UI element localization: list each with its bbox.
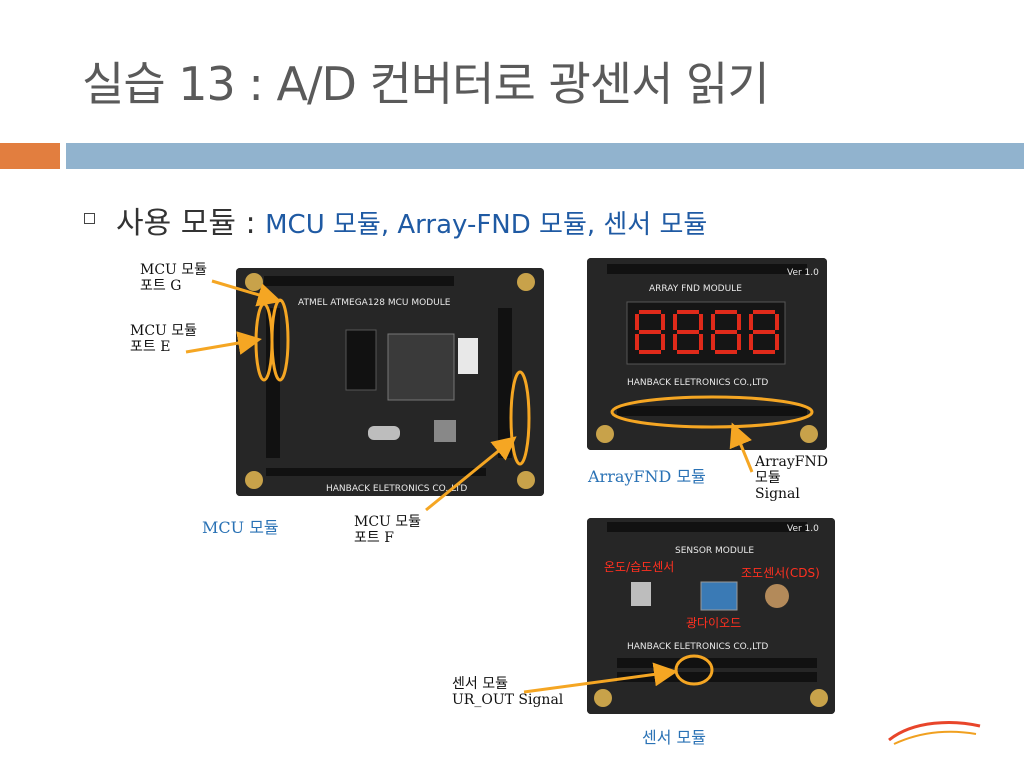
bullet-main: 사용 모듈 : bbox=[116, 206, 266, 241]
label-sensor-signal: 센서 모듈 UR_OUT Signal bbox=[452, 676, 563, 708]
bullet-rest: MCU 모듈, Array-FND 모듈, 센서 모듈 bbox=[265, 210, 708, 240]
label-fnd-signal-line2: 모듈 bbox=[755, 470, 781, 486]
fnd-board-footer: HANBACK ELETRONICS CO.,LTD bbox=[627, 378, 769, 388]
label-port-e-line2: 포트 E bbox=[130, 339, 171, 355]
label-port-f-line1: MCU 모듈 bbox=[354, 514, 422, 530]
label-fnd-signal-line3: Signal bbox=[755, 486, 800, 502]
port-e-highlight bbox=[254, 302, 274, 382]
bullet-text: 사용 모듈 : MCU 모듈, Array-FND 모듈, 센서 모듈 bbox=[116, 198, 707, 242]
array-fnd-module-image: ARRAY FND MODULE Ver 1.0 HANBACK ELETRON… bbox=[587, 258, 827, 450]
label-port-f: MCU 모듈 포트 F bbox=[354, 514, 421, 546]
fnd-signal-highlight bbox=[610, 395, 814, 429]
hanback-logo bbox=[884, 718, 984, 748]
label-sensor-module: 센서 모듈 bbox=[642, 728, 706, 747]
label-sensor-signal-line2: UR_OUT Signal bbox=[452, 692, 564, 708]
slide-title: 실습 13 : A/D 컨버터로 광센서 읽기 bbox=[82, 57, 770, 111]
label-port-g: MCU 모듈 포트 G bbox=[140, 262, 207, 294]
fnd-board-ver: Ver 1.0 bbox=[787, 268, 819, 278]
bullet-square-icon bbox=[84, 213, 95, 224]
fnd-digits bbox=[635, 310, 779, 354]
sensor-signal-highlight bbox=[674, 654, 714, 686]
sensor-board-footer: HANBACK ELETRONICS CO.,LTD bbox=[627, 642, 769, 652]
sensor-board-drawing bbox=[587, 518, 835, 714]
mcu-module-image: ATMEL ATMEGA128 MCU MODULE HANBACK ELETR… bbox=[236, 268, 544, 496]
label-cds: 조도센서(CDS) bbox=[741, 566, 820, 580]
label-photodiode: 광다이오드 bbox=[686, 616, 742, 630]
label-port-e-line1: MCU 모듈 bbox=[130, 323, 198, 339]
label-fnd-signal: ArrayFND 모듈 Signal bbox=[755, 454, 828, 502]
label-fnd-signal-line1: ArrayFND bbox=[755, 454, 828, 470]
arrow-port-f bbox=[425, 436, 517, 512]
header-bar-blue bbox=[66, 143, 1024, 169]
label-port-g-line2: 포트 G bbox=[140, 278, 182, 294]
mcu-board-title: ATMEL ATMEGA128 MCU MODULE bbox=[298, 298, 451, 308]
sensor-module-image: SENSOR MODULE Ver 1.0 HANBACK ELETRONICS… bbox=[587, 518, 835, 714]
label-sensor-signal-line1: 센서 모듈 bbox=[452, 676, 508, 692]
label-port-f-line2: 포트 F bbox=[354, 530, 394, 546]
fnd-board-drawing bbox=[587, 258, 827, 450]
arrow-sensor-signal bbox=[523, 662, 678, 694]
label-port-e: MCU 모듈 포트 E bbox=[130, 323, 197, 355]
label-arrayfnd-module: ArrayFND 모듈 bbox=[588, 467, 706, 486]
mcu-board-drawing bbox=[236, 268, 544, 496]
port-f-highlight bbox=[509, 370, 531, 466]
label-temp-humidity: 온도/습도센서 bbox=[604, 560, 675, 574]
sensor-board-title: SENSOR MODULE bbox=[675, 546, 755, 556]
arrow-fnd-signal bbox=[729, 422, 754, 473]
sensor-board-ver: Ver 1.0 bbox=[787, 524, 819, 534]
header-bar-orange bbox=[0, 143, 60, 169]
fnd-board-title: ARRAY FND MODULE bbox=[649, 284, 742, 294]
mcu-board-footer: HANBACK ELETRONICS CO.,LTD bbox=[326, 484, 468, 494]
arrow-port-g bbox=[211, 279, 282, 307]
label-mcu-module: MCU 모듈 bbox=[202, 518, 279, 537]
port-g-highlight bbox=[270, 298, 290, 382]
arrow-port-e bbox=[185, 331, 262, 355]
label-port-g-line1: MCU 모듈 bbox=[140, 262, 208, 278]
hanback-logo-icon bbox=[888, 721, 981, 745]
